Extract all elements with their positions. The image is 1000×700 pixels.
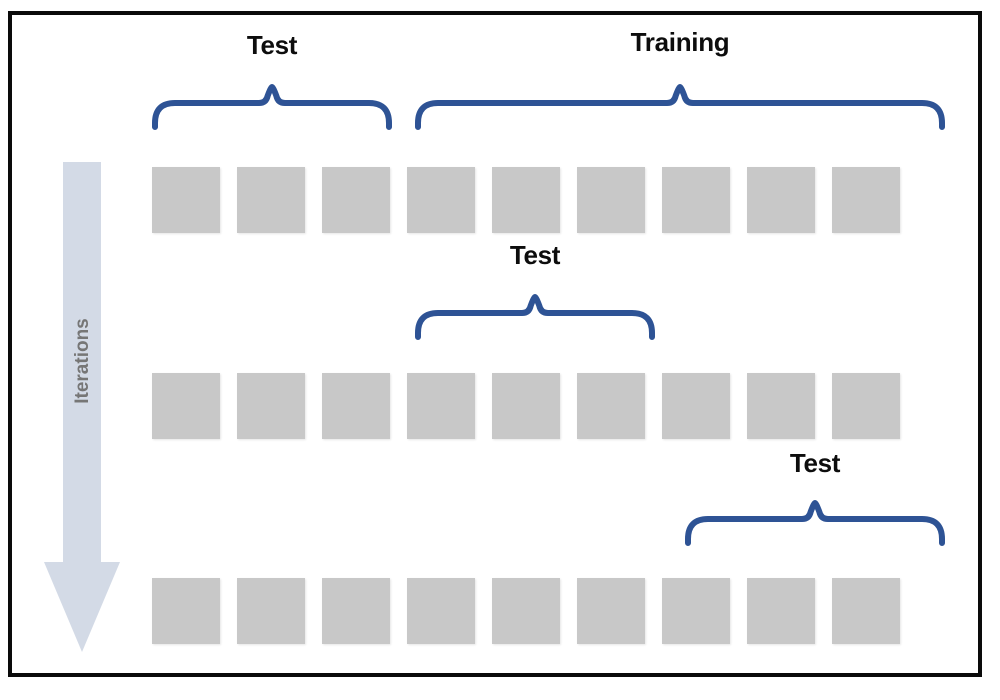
data-block xyxy=(662,578,730,644)
data-block xyxy=(322,373,390,439)
data-block xyxy=(492,578,560,644)
data-block xyxy=(492,167,560,233)
data-block xyxy=(747,373,815,439)
data-block xyxy=(662,167,730,233)
data-block xyxy=(407,373,475,439)
bracket-label-test-row3: Test xyxy=(789,448,841,478)
data-block xyxy=(237,373,305,439)
data-block xyxy=(237,167,305,233)
data-block xyxy=(152,167,220,233)
cell-row-1 xyxy=(152,167,900,233)
data-block xyxy=(407,578,475,644)
diagram-frame xyxy=(8,11,982,677)
data-block xyxy=(832,373,900,439)
cell-row-2 xyxy=(152,373,900,439)
bracket-test-row1 xyxy=(152,84,392,130)
bracket-label-training-row1: Training xyxy=(630,27,730,57)
bracket-label-test-row1: Test xyxy=(246,30,298,60)
data-block xyxy=(662,373,730,439)
data-block xyxy=(322,167,390,233)
data-block xyxy=(747,167,815,233)
bracket-test-row3 xyxy=(685,500,945,546)
data-block xyxy=(577,578,645,644)
data-block xyxy=(152,578,220,644)
data-block xyxy=(152,373,220,439)
data-block xyxy=(577,373,645,439)
iterations-arrow-icon xyxy=(42,162,122,652)
data-block xyxy=(832,167,900,233)
bracket-label-test-row2: Test xyxy=(509,240,561,270)
data-block xyxy=(577,167,645,233)
data-block xyxy=(322,578,390,644)
iterations-axis-label: Iterations xyxy=(72,318,93,404)
data-block xyxy=(747,578,815,644)
cell-row-3 xyxy=(152,578,900,644)
bracket-test-row2 xyxy=(415,294,655,340)
data-block xyxy=(407,167,475,233)
data-block xyxy=(237,578,305,644)
data-block xyxy=(492,373,560,439)
data-block xyxy=(832,578,900,644)
bracket-training-row1 xyxy=(415,84,945,130)
